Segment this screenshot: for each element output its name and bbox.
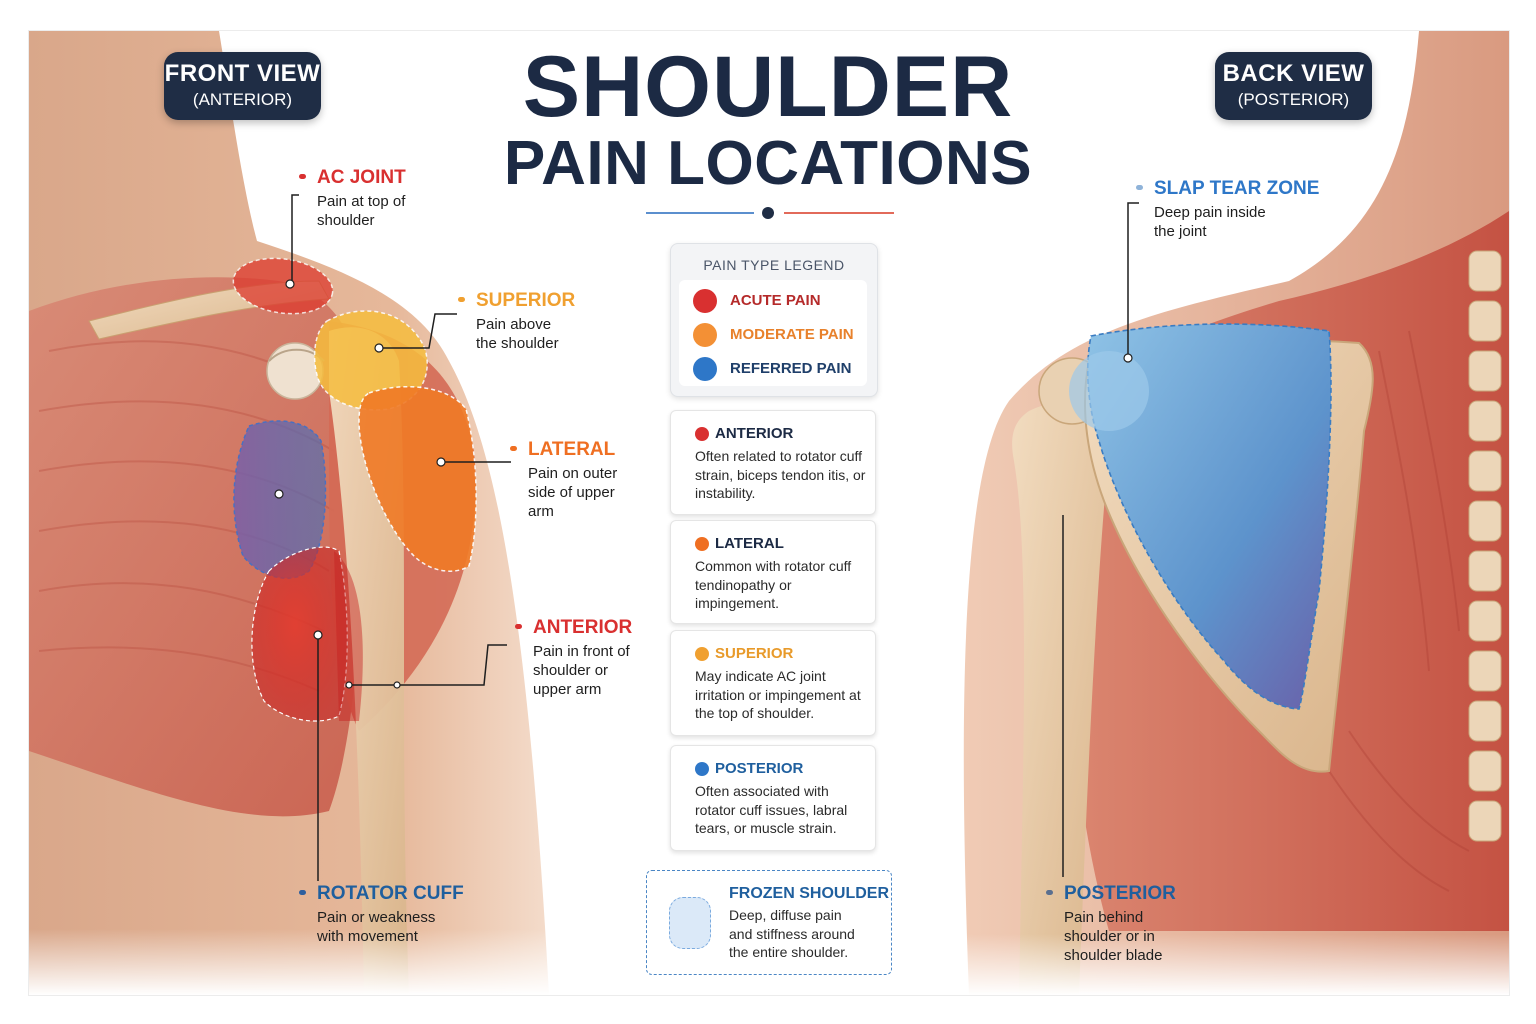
front-view-badge: FRONT VIEW (ANTERIOR) bbox=[164, 52, 321, 120]
pain-type-legend: PAIN TYPE LEGEND ACUTE PAIN MODERATE PAI… bbox=[670, 243, 878, 397]
legend-label-referred: REFERRED PAIN bbox=[730, 360, 852, 377]
label-slap-tear: SLAP TEAR ZONE Deep pain inside the join… bbox=[1136, 178, 1320, 241]
slap-tear-desc-1: Deep pain inside bbox=[1154, 204, 1266, 221]
frozen-shoulder-heading: FROZEN SHOULDER bbox=[729, 885, 889, 902]
illustration-frame bbox=[28, 30, 1510, 996]
anterior-card-heading: ANTERIOR bbox=[715, 425, 794, 442]
rotator-cuff-desc-1: Pain or weakness bbox=[317, 909, 436, 926]
legend-item-referred: REFERRED PAIN bbox=[685, 355, 860, 381]
ac-joint-marker-icon bbox=[299, 174, 306, 179]
legend-item-acute: ACUTE PAIN bbox=[685, 287, 860, 313]
legend-title: PAIN TYPE LEGEND bbox=[703, 257, 845, 273]
posterior-card-icon bbox=[695, 762, 709, 776]
superior-card-desc: May indicate AC joint irritation or impi… bbox=[695, 668, 861, 721]
slap-tear-marker-icon bbox=[1136, 185, 1143, 190]
anterior-marker-icon bbox=[515, 624, 522, 629]
lateral-heading: LATERAL bbox=[528, 439, 616, 460]
moderate-pain-dot-icon bbox=[693, 323, 717, 347]
anterior-heading: ANTERIOR bbox=[533, 617, 633, 638]
posterior-card-heading: POSTERIOR bbox=[715, 760, 804, 777]
superior-card-heading: SUPERIOR bbox=[715, 645, 794, 662]
ac-joint-desc-2: shoulder bbox=[317, 212, 375, 229]
legend-label-moderate: MODERATE PAIN bbox=[730, 326, 854, 343]
label-posterior: POSTERIOR Pain behind shoulder or in sho… bbox=[1046, 883, 1176, 965]
back-view-badge: BACK VIEW (POSTERIOR) bbox=[1215, 52, 1372, 120]
lateral-card-desc: Common with rotator cuff tendinopathy or… bbox=[695, 558, 852, 611]
legend-label-acute: ACUTE PAIN bbox=[730, 292, 821, 309]
back-view-title: BACK VIEW bbox=[1222, 60, 1365, 87]
info-card-lateral: LATERAL Common with rotator cuff tendino… bbox=[670, 520, 876, 624]
diffuse-zone-icon bbox=[669, 897, 711, 949]
superior-desc-1: Pain above bbox=[476, 316, 552, 333]
info-card-posterior: POSTERIOR Often associated with rotator … bbox=[670, 745, 876, 851]
slap-tear-heading: SLAP TEAR ZONE bbox=[1154, 178, 1320, 199]
posterior-desc-1: Pain behind bbox=[1064, 909, 1144, 926]
slap-tear-desc-2: the joint bbox=[1154, 223, 1207, 240]
frozen-shoulder-card: FROZEN SHOULDER Deep, diffuse pain and s… bbox=[646, 870, 892, 975]
lateral-desc-2: side of upper bbox=[528, 484, 615, 501]
posterior-desc-2: shoulder or in bbox=[1064, 928, 1155, 945]
info-card-superior: SUPERIOR May indicate AC joint irritatio… bbox=[670, 630, 876, 736]
superior-desc-2: the shoulder bbox=[476, 335, 559, 352]
label-superior: SUPERIOR Pain above the shoulder bbox=[458, 290, 576, 353]
anterior-desc-1: Pain in front of bbox=[533, 643, 630, 660]
ac-joint-heading: AC JOINT bbox=[317, 167, 406, 188]
anterior-card-icon bbox=[695, 427, 709, 441]
label-rotator-cuff: ROTATOR CUFF Pain or weakness with movem… bbox=[299, 883, 464, 946]
superior-heading: SUPERIOR bbox=[476, 290, 576, 311]
lateral-marker-icon bbox=[510, 446, 517, 451]
superior-card-icon bbox=[695, 647, 709, 661]
lateral-card-icon bbox=[695, 537, 709, 551]
ac-joint-desc-1: Pain at top of bbox=[317, 193, 406, 210]
posterior-marker-icon bbox=[1046, 890, 1053, 895]
page-title: SHOULDER bbox=[522, 39, 1014, 135]
label-ac-joint: AC JOINT Pain at top of shoulder bbox=[299, 167, 406, 230]
label-lateral: LATERAL Pain on outer side of upper arm bbox=[510, 439, 618, 521]
lateral-desc-1: Pain on outer bbox=[528, 465, 618, 482]
frozen-desc-3: the entire shoulder. bbox=[729, 944, 849, 960]
anterior-desc-2: shoulder or bbox=[533, 662, 609, 679]
lateral-desc-3: arm bbox=[528, 503, 554, 520]
rotator-cuff-desc-2: with movement bbox=[317, 928, 418, 945]
acute-pain-dot-icon bbox=[693, 289, 717, 313]
frozen-desc-2: and stiffness around bbox=[729, 925, 855, 942]
anterior-desc-3: upper arm bbox=[533, 681, 602, 698]
posterior-heading: POSTERIOR bbox=[1064, 883, 1176, 904]
legend-item-moderate: MODERATE PAIN bbox=[685, 321, 860, 347]
back-view-subtitle: (POSTERIOR) bbox=[1237, 90, 1350, 109]
posterior-card-desc: Often associated with rotator cuff issue… bbox=[695, 783, 848, 836]
frozen-shoulder-desc: Deep, diffuse pain and stiffness around … bbox=[729, 906, 885, 962]
frozen-desc-1: Deep, diffuse pain bbox=[729, 907, 842, 923]
superior-marker-icon bbox=[458, 297, 465, 302]
anatomy-illustration bbox=[29, 31, 1509, 995]
anterior-card-desc: Often related to rotator cuff strain, bi… bbox=[695, 448, 866, 501]
front-view-title: FRONT VIEW bbox=[164, 60, 321, 87]
title-divider bbox=[646, 207, 894, 219]
page-subtitle: PAIN LOCATIONS bbox=[503, 129, 1033, 198]
label-anterior: ANTERIOR Pain in front of shoulder or up… bbox=[515, 617, 633, 699]
referred-pain-dot-icon bbox=[693, 357, 717, 381]
info-card-anterior: ANTERIOR Often related to rotator cuff s… bbox=[670, 410, 876, 515]
rotator-cuff-marker-icon bbox=[299, 890, 306, 895]
posterior-desc-3: shoulder blade bbox=[1064, 947, 1163, 964]
lateral-card-heading: LATERAL bbox=[715, 535, 784, 552]
front-view-subtitle: (ANTERIOR) bbox=[192, 90, 293, 109]
rotator-cuff-heading: ROTATOR CUFF bbox=[317, 883, 464, 904]
